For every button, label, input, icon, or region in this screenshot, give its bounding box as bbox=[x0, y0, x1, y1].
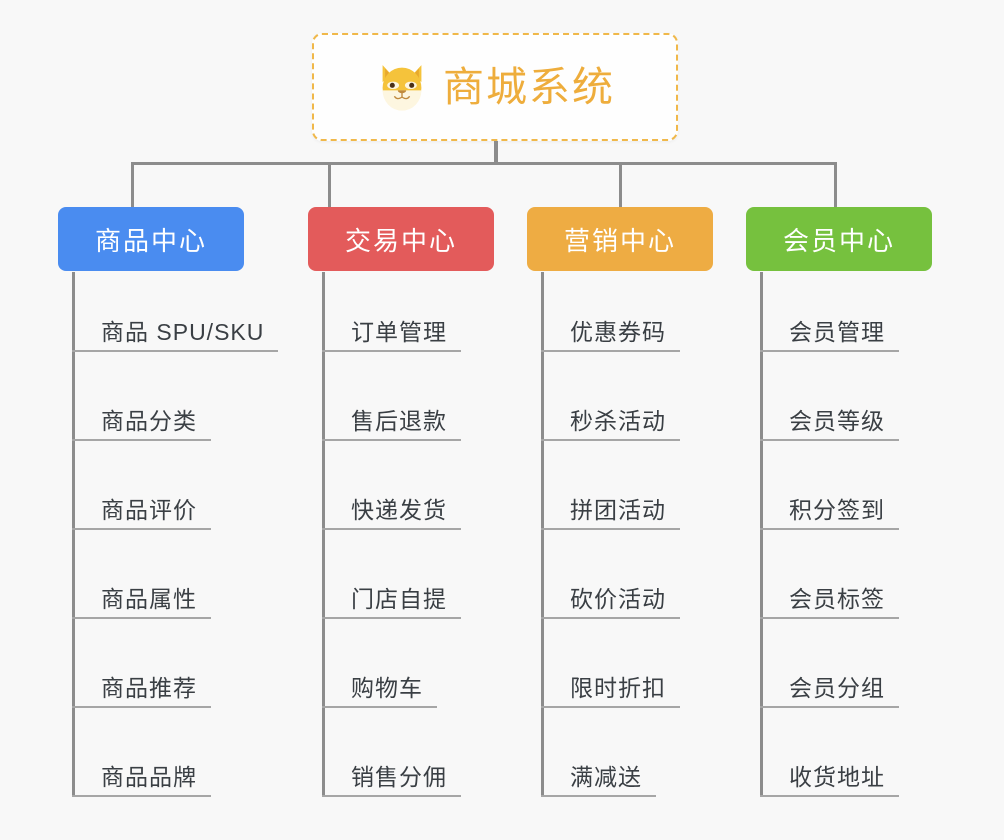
leaf-item-underline bbox=[72, 528, 211, 530]
leaf-item[interactable]: 快递发货 bbox=[322, 466, 461, 530]
leaf-item-underline bbox=[541, 617, 680, 619]
leaf-item-label: 商品属性 bbox=[101, 585, 197, 612]
leaf-item-label: 会员管理 bbox=[789, 318, 885, 345]
connector-horizontal-bus bbox=[131, 162, 837, 165]
leaf-item[interactable]: 门店自提 bbox=[322, 555, 461, 619]
leaf-item-underline bbox=[72, 706, 211, 708]
leaf-item-underline bbox=[541, 528, 680, 530]
connector-drop-1 bbox=[131, 162, 134, 209]
leaf-item[interactable]: 收货地址 bbox=[760, 733, 899, 797]
root-node-shop-system[interactable]: 商城系统 bbox=[312, 33, 678, 141]
leaf-item-underline bbox=[541, 795, 656, 797]
leaf-item-underline bbox=[322, 350, 461, 352]
leaf-item-label: 会员等级 bbox=[789, 407, 885, 434]
leaf-item-underline bbox=[322, 528, 461, 530]
leaf-item-label: 商品 SPU/SKU bbox=[101, 318, 265, 345]
leaf-item-label: 购物车 bbox=[351, 674, 423, 701]
leaf-item-underline bbox=[760, 795, 899, 797]
shiba-dog-face-icon bbox=[382, 65, 422, 111]
category-box-3[interactable]: 会员中心 bbox=[746, 207, 932, 271]
leaf-item-underline bbox=[541, 350, 680, 352]
branch-spine-2 bbox=[541, 272, 544, 797]
leaf-item[interactable]: 砍价活动 bbox=[541, 555, 680, 619]
leaf-item-label: 门店自提 bbox=[351, 585, 447, 612]
leaf-item[interactable]: 购物车 bbox=[322, 644, 437, 708]
leaf-item-label: 收货地址 bbox=[789, 763, 885, 790]
leaf-item-label: 售后退款 bbox=[351, 407, 447, 434]
leaf-item-label: 秒杀活动 bbox=[570, 407, 666, 434]
leaf-item-underline bbox=[322, 795, 461, 797]
leaf-item-label: 满减送 bbox=[570, 763, 642, 790]
leaf-item-label: 销售分佣 bbox=[351, 763, 447, 790]
leaf-item-label: 会员分组 bbox=[789, 674, 885, 701]
leaf-item[interactable]: 会员管理 bbox=[760, 288, 899, 352]
category-box-2[interactable]: 营销中心 bbox=[527, 207, 713, 271]
connector-drop-4 bbox=[834, 162, 837, 209]
category-label-3: 会员中心 bbox=[782, 225, 895, 256]
branch-spine-1 bbox=[322, 272, 325, 797]
leaf-item[interactable]: 商品属性 bbox=[72, 555, 211, 619]
leaf-item-underline bbox=[760, 439, 899, 441]
leaf-item-label: 商品分类 bbox=[101, 407, 197, 434]
category-box-1[interactable]: 交易中心 bbox=[308, 207, 494, 271]
leaf-item-label: 商品品牌 bbox=[101, 763, 197, 790]
leaf-item[interactable]: 商品品牌 bbox=[72, 733, 211, 797]
leaf-item[interactable]: 会员等级 bbox=[760, 377, 899, 441]
leaf-item-label: 订单管理 bbox=[351, 318, 447, 345]
leaf-item-label: 拼团活动 bbox=[570, 496, 666, 523]
leaf-item-underline bbox=[541, 706, 680, 708]
leaf-item-underline bbox=[760, 350, 899, 352]
root-node-title: 商城系统 bbox=[443, 63, 615, 110]
category-label-0: 商品中心 bbox=[94, 225, 207, 256]
leaf-item-underline bbox=[322, 706, 437, 708]
leaf-item-underline bbox=[322, 439, 461, 441]
leaf-item[interactable]: 会员分组 bbox=[760, 644, 899, 708]
leaf-item[interactable]: 订单管理 bbox=[322, 288, 461, 352]
connector-drop-3 bbox=[619, 162, 622, 209]
leaf-item[interactable]: 积分签到 bbox=[760, 466, 899, 530]
leaf-item-underline bbox=[72, 439, 211, 441]
leaf-item-underline bbox=[541, 439, 680, 441]
leaf-item[interactable]: 商品推荐 bbox=[72, 644, 211, 708]
category-box-0[interactable]: 商品中心 bbox=[58, 207, 244, 271]
category-label-2: 营销中心 bbox=[563, 225, 676, 256]
leaf-item-underline bbox=[322, 617, 461, 619]
leaf-item[interactable]: 满减送 bbox=[541, 733, 656, 797]
connector-root-stem bbox=[494, 141, 498, 165]
branch-spine-3 bbox=[760, 272, 763, 797]
leaf-item[interactable]: 售后退款 bbox=[322, 377, 461, 441]
leaf-item[interactable]: 会员标签 bbox=[760, 555, 899, 619]
category-label-1: 交易中心 bbox=[344, 225, 457, 256]
leaf-item-underline bbox=[760, 706, 899, 708]
connector-drop-2 bbox=[328, 162, 331, 209]
leaf-item-label: 会员标签 bbox=[789, 585, 885, 612]
leaf-item-label: 商品评价 bbox=[101, 496, 197, 523]
branch-spine-0 bbox=[72, 272, 75, 797]
leaf-item[interactable]: 优惠券码 bbox=[541, 288, 680, 352]
leaf-item[interactable]: 商品 SPU/SKU bbox=[72, 288, 279, 352]
leaf-item-label: 商品推荐 bbox=[101, 674, 197, 701]
leaf-item-underline bbox=[72, 350, 279, 352]
leaf-item-underline bbox=[72, 795, 211, 797]
leaf-item-underline bbox=[760, 528, 899, 530]
leaf-item[interactable]: 秒杀活动 bbox=[541, 377, 680, 441]
leaf-item-label: 砍价活动 bbox=[570, 585, 666, 612]
leaf-item-label: 积分签到 bbox=[789, 496, 885, 523]
leaf-item[interactable]: 限时折扣 bbox=[541, 644, 680, 708]
leaf-item[interactable]: 销售分佣 bbox=[322, 733, 461, 797]
leaf-item-label: 优惠券码 bbox=[570, 318, 666, 345]
leaf-item-underline bbox=[72, 617, 211, 619]
leaf-item[interactable]: 商品分类 bbox=[72, 377, 211, 441]
leaf-item-label: 限时折扣 bbox=[570, 674, 666, 701]
leaf-item-label: 快递发货 bbox=[351, 496, 447, 523]
leaf-item[interactable]: 拼团活动 bbox=[541, 466, 680, 530]
leaf-item-underline bbox=[760, 617, 899, 619]
leaf-item[interactable]: 商品评价 bbox=[72, 466, 211, 530]
